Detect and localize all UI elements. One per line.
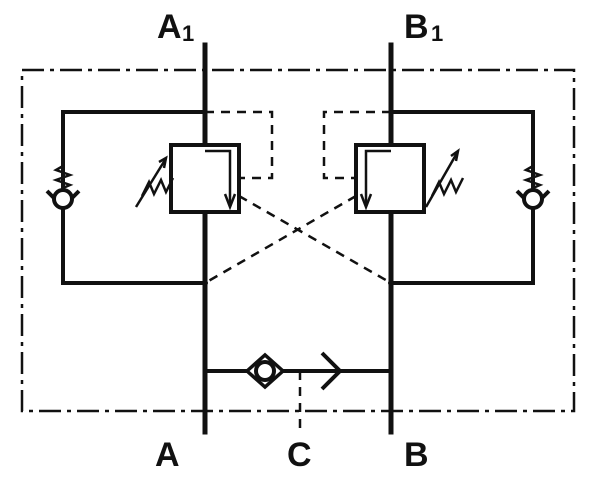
right-valve-arrow-icon <box>359 193 373 211</box>
right-adjust-arrowhead-icon <box>450 148 460 162</box>
left-check-spring-icon <box>52 164 74 190</box>
right-adjust-arrow-icon <box>424 152 459 208</box>
right-relief-valve-body <box>354 143 426 214</box>
right-check-ball-icon <box>522 188 544 210</box>
port-label-b: B <box>404 436 429 474</box>
junction-dot <box>202 280 208 286</box>
shuttle-check-ball-icon <box>254 360 276 382</box>
junction-dot <box>388 280 394 286</box>
left-relief-valve-group <box>45 110 274 285</box>
cross-pilot-line-right <box>204 194 357 285</box>
left-check-ball-icon <box>52 188 74 210</box>
left-adjust-arrow-icon <box>134 159 167 208</box>
right-check-spring-icon <box>522 164 544 190</box>
right-valve-flow-path <box>364 149 391 206</box>
port-label-b1-index: 1 <box>431 21 443 46</box>
enclosure-boundary <box>20 68 576 413</box>
left-pilot-line <box>205 110 274 180</box>
left-valve-arrow-icon <box>223 193 237 211</box>
right-relief-valve-group <box>322 110 551 285</box>
port-label-a1-index: 1 <box>182 21 194 46</box>
port-label-a1: A <box>157 8 182 46</box>
port-label-b1: B <box>404 8 429 46</box>
cross-pilot-line-left <box>238 194 392 285</box>
shuttle-check-group <box>205 351 391 432</box>
port-label-c: C <box>287 436 312 474</box>
left-adjust-spring-icon <box>140 176 175 198</box>
left-valve-flow-path <box>205 149 232 206</box>
left-adjust-arrowhead-icon <box>158 155 168 169</box>
right-pilot-line <box>322 110 391 180</box>
shuttle-arrow-icon <box>320 351 343 391</box>
port-label-a: A <box>155 436 180 474</box>
